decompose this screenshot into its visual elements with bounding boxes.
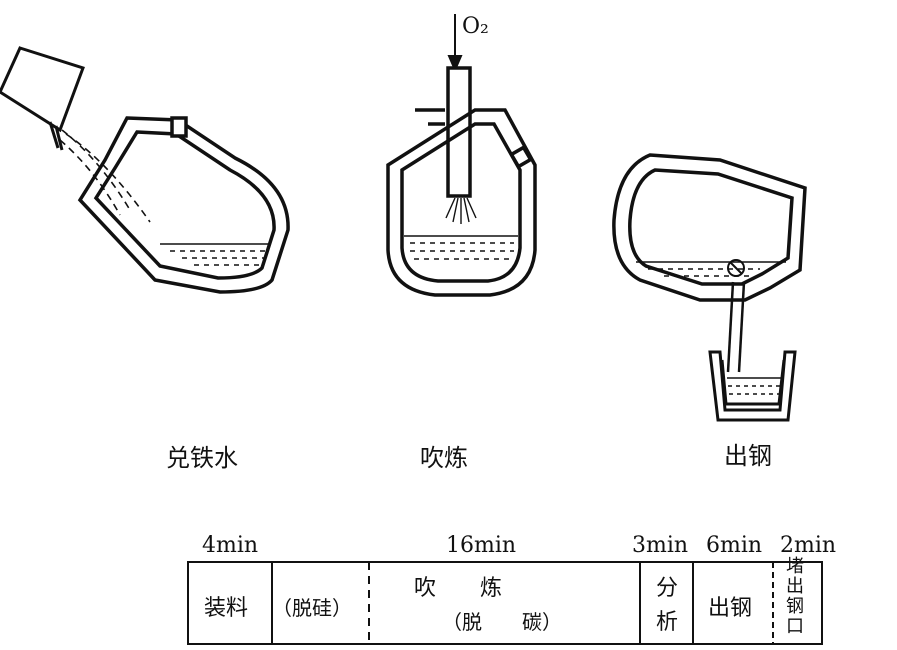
segment-slag-char2: 出 xyxy=(786,576,804,597)
duration-tapping: 6min xyxy=(706,533,763,558)
duration-blowing: 16min xyxy=(446,533,517,558)
ladle-pouring-icon xyxy=(0,46,85,151)
molten-iron-left xyxy=(160,243,268,266)
timeline-bar xyxy=(187,561,823,645)
segment-slag-char1: 堵 xyxy=(786,556,804,577)
segment-analysis-char1: 分 xyxy=(656,576,679,601)
segment-slag-char4: 口 xyxy=(786,616,804,637)
duration-charging: 4min xyxy=(202,533,259,558)
step-label-charging-iron: 兑铁水 xyxy=(166,444,238,472)
step-label-blowing: 吹炼 xyxy=(420,444,468,472)
tilted-converter-left xyxy=(77,116,290,294)
upright-converter xyxy=(386,108,537,297)
segment-charging: 装料 xyxy=(204,596,249,621)
segment-slag-char3: 钢 xyxy=(786,596,804,617)
hot-metal-stream xyxy=(59,129,151,223)
segment-tapping: 出钢 xyxy=(708,596,753,621)
tapping-stream xyxy=(726,281,746,373)
oxygen-label: O₂ xyxy=(462,14,489,39)
duration-slag: 2min xyxy=(780,533,837,558)
steel-in-ladle xyxy=(727,377,781,395)
step-label-tapping: 出钢 xyxy=(724,442,772,470)
segment-analysis-char2: 析 xyxy=(656,610,679,635)
oxygen-lance xyxy=(446,66,472,198)
oxygen-jet xyxy=(445,197,477,224)
segment-blowing: 吹 炼 xyxy=(414,576,503,601)
molten-bath-middle xyxy=(404,235,518,260)
segment-desilicon: （脱硅） xyxy=(272,596,352,620)
molten-steel-right xyxy=(636,261,786,277)
receiving-ladle xyxy=(708,350,797,422)
duration-analysis: 3min xyxy=(632,533,689,558)
segment-decarbon: （脱 碳） xyxy=(442,610,562,634)
tilted-converter-right xyxy=(612,153,807,302)
oxygen-arrow-icon xyxy=(447,14,463,73)
